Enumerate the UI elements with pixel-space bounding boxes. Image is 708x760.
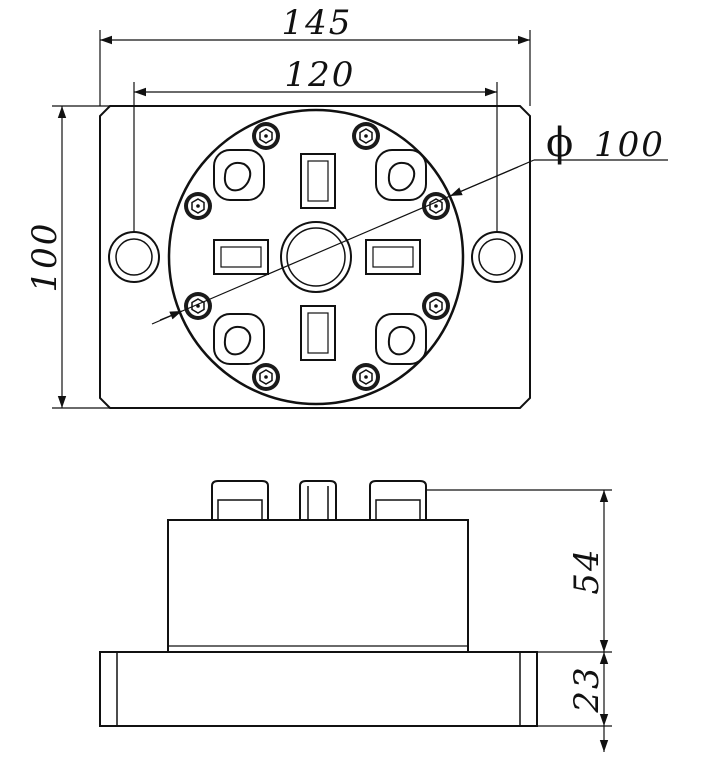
slot-bottom <box>300 305 336 361</box>
dimension-overall-width: 145 <box>99 3 531 106</box>
pocket-top-right <box>375 149 427 201</box>
dimension-height: 100 <box>25 105 110 409</box>
pocket-bottom-left <box>213 313 265 365</box>
mounting-hole-right <box>471 231 523 283</box>
side-stud-left <box>211 480 269 520</box>
screw-3 <box>184 192 212 220</box>
dim-module-height-label: 54 <box>567 547 607 594</box>
side-module-body <box>167 519 469 653</box>
main-body-circle <box>167 108 465 406</box>
center-bore <box>280 221 352 293</box>
dim-diameter-label: 100 <box>594 125 665 165</box>
mounting-hole-left <box>108 231 160 283</box>
pocket-bottom-right <box>375 313 427 365</box>
side-view: 54 23 <box>99 480 612 752</box>
dim-hole-spacing-label: 120 <box>285 55 356 95</box>
slot-top <box>300 153 336 209</box>
base-plate-outline <box>99 105 531 409</box>
dimension-diameter: ϕ 100 <box>151 120 668 325</box>
dim-overall-width-label: 145 <box>282 3 353 43</box>
slot-right <box>365 239 421 275</box>
dimension-base-height: 23 <box>537 652 612 752</box>
dim-height-label: 100 <box>25 222 65 293</box>
dimension-hole-spacing: 120 <box>133 55 498 232</box>
screw-8 <box>352 363 380 391</box>
screw-7 <box>252 363 280 391</box>
dim-base-height-label: 23 <box>567 665 607 713</box>
top-view: 145 120 100 ϕ 100 <box>25 3 668 409</box>
side-stud-right <box>369 480 427 520</box>
screw-6 <box>422 292 450 320</box>
dimension-module-height: 54 <box>426 489 612 653</box>
pocket-top-left <box>213 149 265 201</box>
diameter-symbol: ϕ <box>546 120 575 166</box>
side-base <box>99 651 538 727</box>
side-stud-middle <box>299 480 337 520</box>
screw-5 <box>184 292 212 320</box>
slot-left <box>213 239 269 275</box>
screw-1 <box>252 122 280 150</box>
screw-2 <box>352 122 380 150</box>
